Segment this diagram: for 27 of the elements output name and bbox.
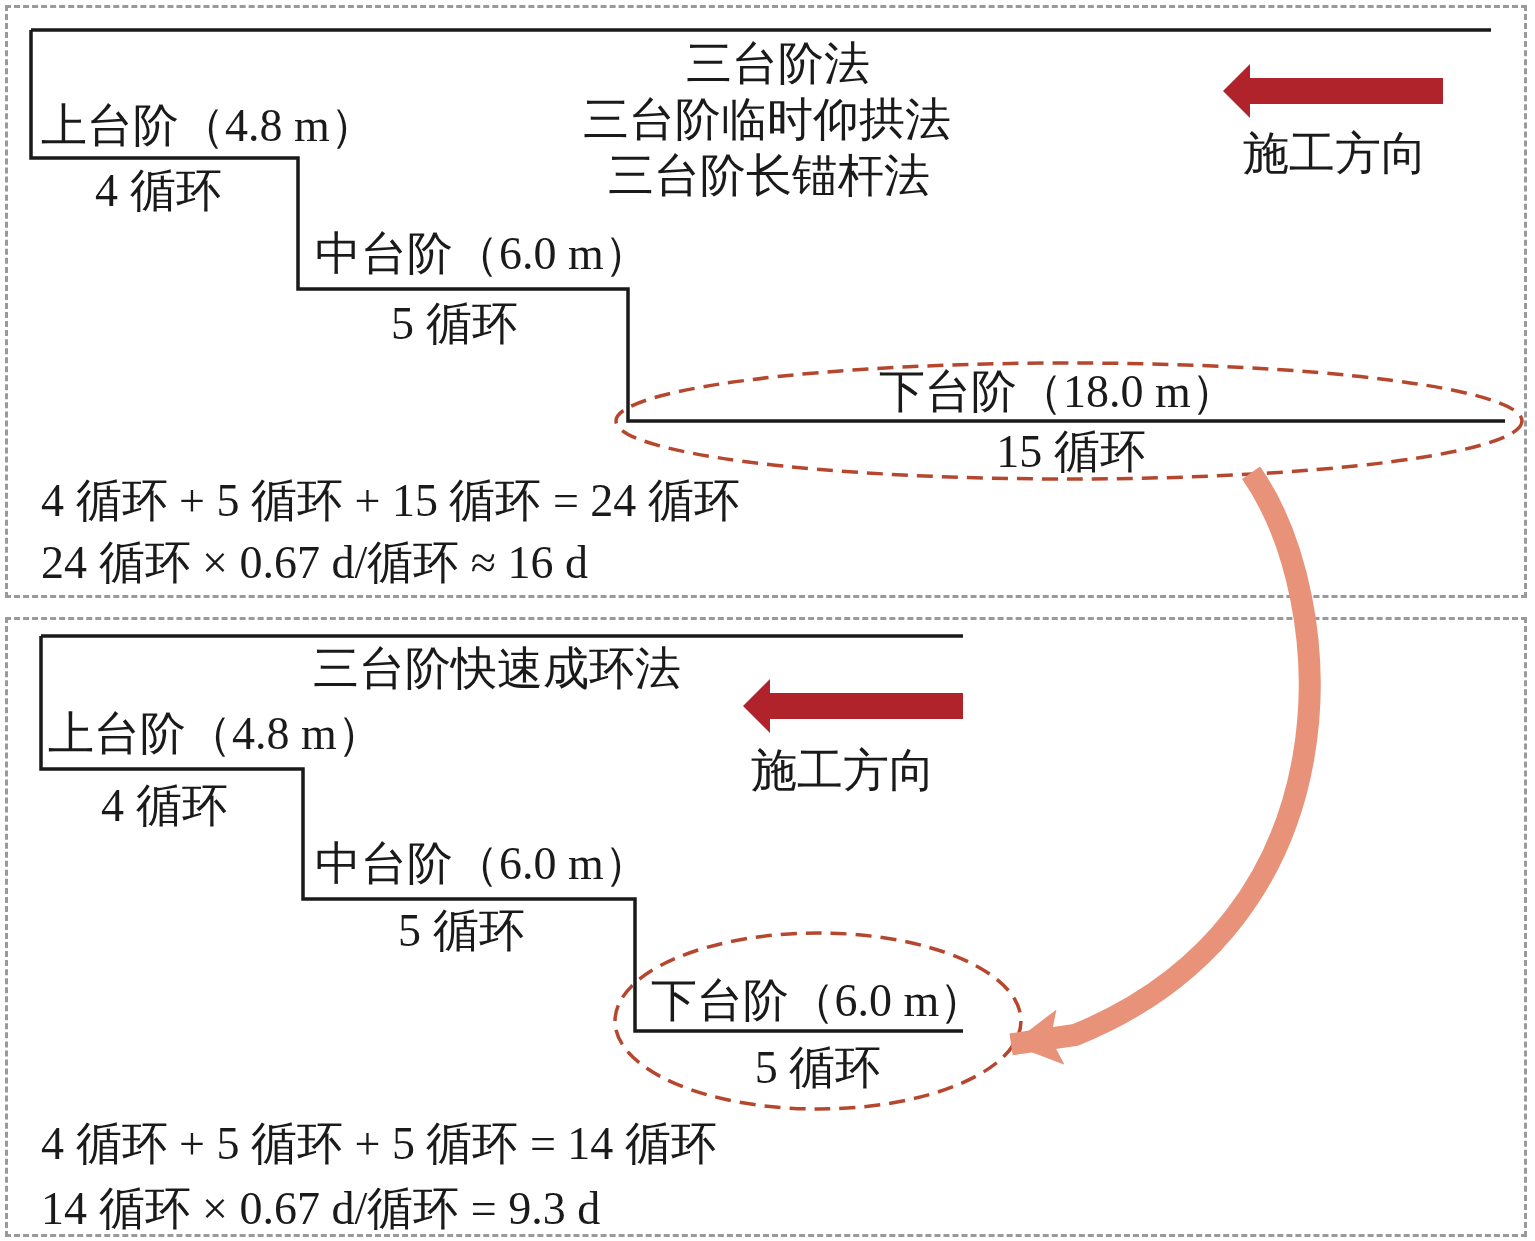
text-label: 5 循环 — [754, 1043, 882, 1094]
text-label: 下台阶（6.0 m） — [650, 976, 986, 1027]
text-label: 施工方向 — [751, 746, 935, 797]
text-label: 5 循环 — [391, 299, 518, 350]
text-label: 4 循环 — [101, 781, 228, 832]
dashed-ellipse — [613, 931, 1023, 1111]
text-label: 上台阶（4.8 m） — [41, 101, 376, 152]
text-label: 三台阶法 — [686, 39, 870, 90]
text-label: 4 循环 — [95, 166, 222, 217]
dashed-ellipse — [614, 361, 1524, 481]
text-label: 14 循环 × 0.67 d/循环 = 9.3 d — [41, 1184, 601, 1235]
text-label: 24 循环 × 0.67 d/循环 ≈ 16 d — [41, 538, 588, 589]
text-label: 施工方向 — [1243, 129, 1427, 180]
text-label: 4 循环 + 5 循环 + 5 循环 = 14 循环 — [41, 1119, 717, 1170]
dashed-panel — [5, 617, 1527, 1237]
dashed-panel — [5, 5, 1527, 598]
text-label: 4 循环 + 5 循环 + 15 循环 = 24 循环 — [41, 476, 740, 527]
text-label: 15 循环 — [996, 427, 1146, 478]
curved-arrow — [1009, 467, 1321, 1065]
text-label: 三台阶快速成环法 — [313, 644, 681, 695]
text-label: 中台阶（6.0 m） — [315, 839, 650, 890]
text-label: 中台阶（6.0 m） — [315, 229, 650, 280]
text-label: 下台阶（18.0 m） — [879, 367, 1237, 418]
text-label: 三台阶临时仰拱法 — [583, 95, 951, 146]
text-label: 三台阶长锚杆法 — [608, 151, 930, 202]
text-label: 上台阶（4.8 m） — [48, 709, 383, 760]
text-label: 5 循环 — [398, 906, 525, 957]
